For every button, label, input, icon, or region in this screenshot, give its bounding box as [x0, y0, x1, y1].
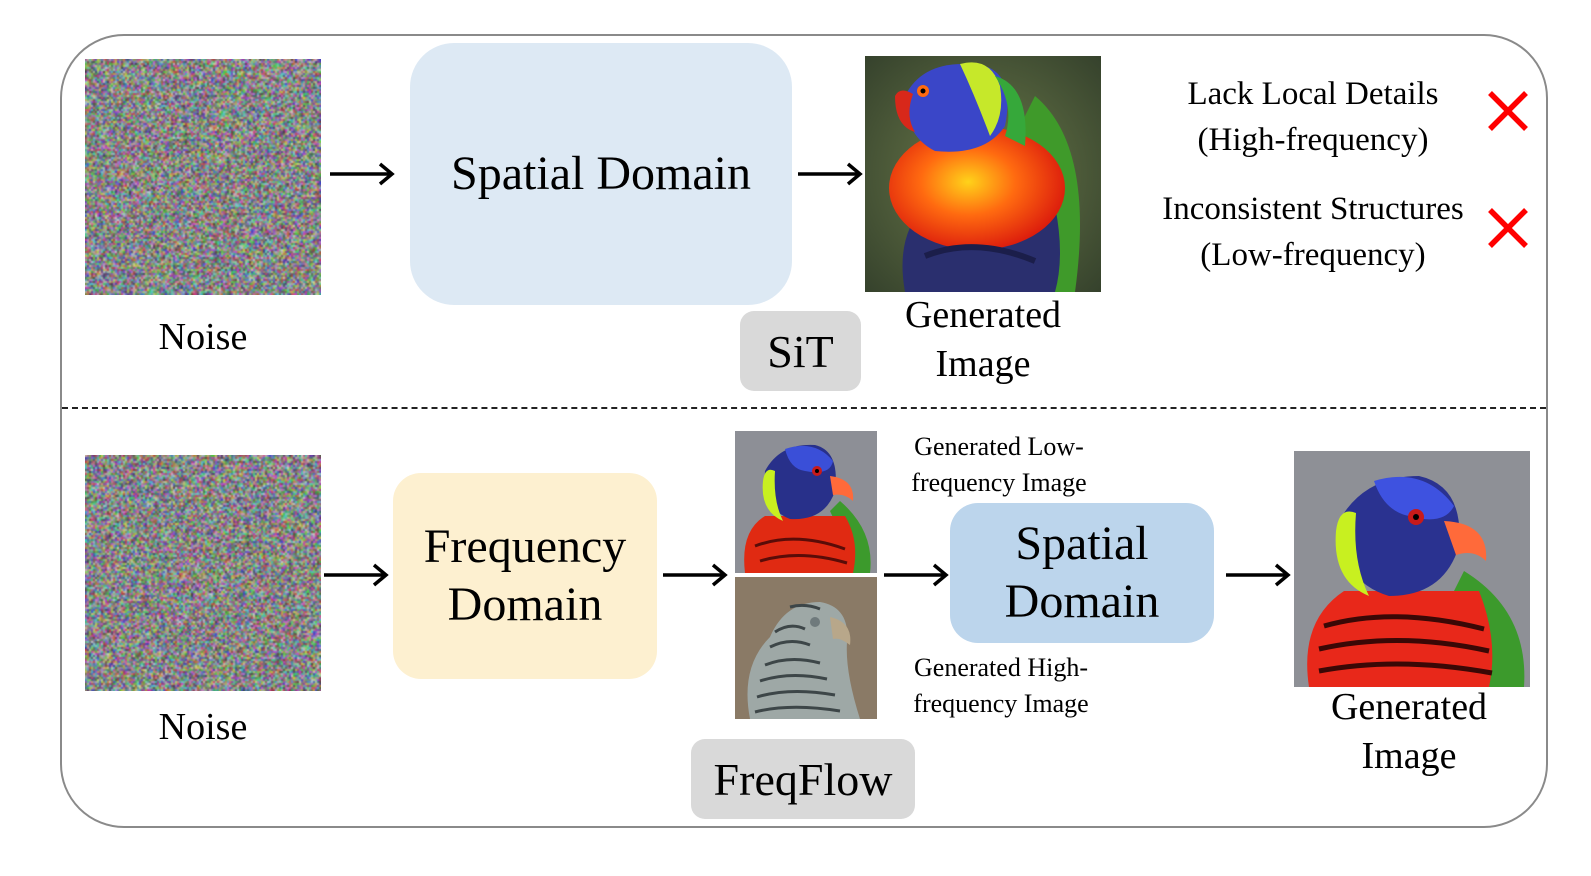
- spatial-domain-box-bottom: Spatial Domain: [950, 503, 1214, 643]
- issue-line1: Lack Local Details: [1187, 76, 1439, 112]
- spatial-domain-line1: Spatial: [1015, 517, 1149, 571]
- noise-label-bottom: Noise: [158, 706, 248, 748]
- spatial-domain-line2: Domain: [1004, 575, 1160, 628]
- noise-label-top: Noise: [158, 316, 248, 358]
- issue-lack-local-details: Lack Local Details (High-frequency): [1130, 72, 1496, 163]
- frequency-domain-box: Frequency Domain: [393, 473, 657, 679]
- generated-label-line1: Generated: [1330, 686, 1488, 728]
- spatial-domain-box-top: Spatial Domain: [410, 43, 792, 305]
- arrow-icon: [1226, 563, 1291, 587]
- spatial-domain-label-top: Spatial Domain: [451, 147, 751, 201]
- arrow-icon: [324, 563, 389, 587]
- high-frequency-label-line2: frequency Image: [913, 688, 1089, 718]
- issue-line2: (Low-frequency): [1200, 236, 1426, 273]
- generated-label-line2: Image: [935, 343, 1031, 386]
- high-frequency-label-line1: Generated High-: [914, 653, 1088, 682]
- issue-line2: (High-frequency): [1197, 121, 1429, 158]
- noise-image-top: [85, 59, 321, 295]
- arrow-icon: [884, 563, 949, 587]
- noise-image-bottom: [85, 455, 321, 691]
- issue-line1: Inconsistent Structures: [1162, 191, 1464, 227]
- generated-label-line2: Image: [1361, 735, 1457, 778]
- low-frequency-label: Generated Low- frequency Image: [892, 429, 1106, 501]
- low-frequency-label-line2: frequency Image: [911, 467, 1087, 497]
- method-tag-sit: SiT: [740, 311, 861, 391]
- generated-image-bottom: [1294, 451, 1530, 687]
- generated-image-top: [865, 56, 1101, 292]
- arrow-icon: [663, 563, 728, 587]
- low-frequency-image: [735, 431, 877, 573]
- generated-label-line1: Generated: [904, 294, 1062, 336]
- panel-divider: [62, 407, 1546, 409]
- low-frequency-label-line1: Generated Low-: [914, 432, 1084, 461]
- arrow-icon: [330, 162, 395, 186]
- figure-frame: [60, 34, 1548, 828]
- generated-image-label-top: Generated Image: [880, 291, 1086, 390]
- issue-inconsistent-structures: Inconsistent Structures (Low-frequency): [1130, 187, 1496, 278]
- method-tag-freqflow-label: FreqFlow: [713, 753, 893, 805]
- method-tag-sit-label: SiT: [767, 325, 834, 377]
- frequency-domain-line2: Domain: [447, 578, 603, 631]
- frequency-domain-line1: Frequency: [423, 520, 627, 574]
- generated-image-label-bottom: Generated Image: [1306, 683, 1512, 782]
- high-frequency-label: Generated High- frequency Image: [894, 650, 1108, 722]
- method-tag-freqflow: FreqFlow: [691, 739, 915, 819]
- x-mark-icon: [1488, 91, 1528, 131]
- high-frequency-image: [735, 577, 877, 719]
- arrow-icon: [798, 162, 863, 186]
- x-mark-icon: [1488, 208, 1528, 248]
